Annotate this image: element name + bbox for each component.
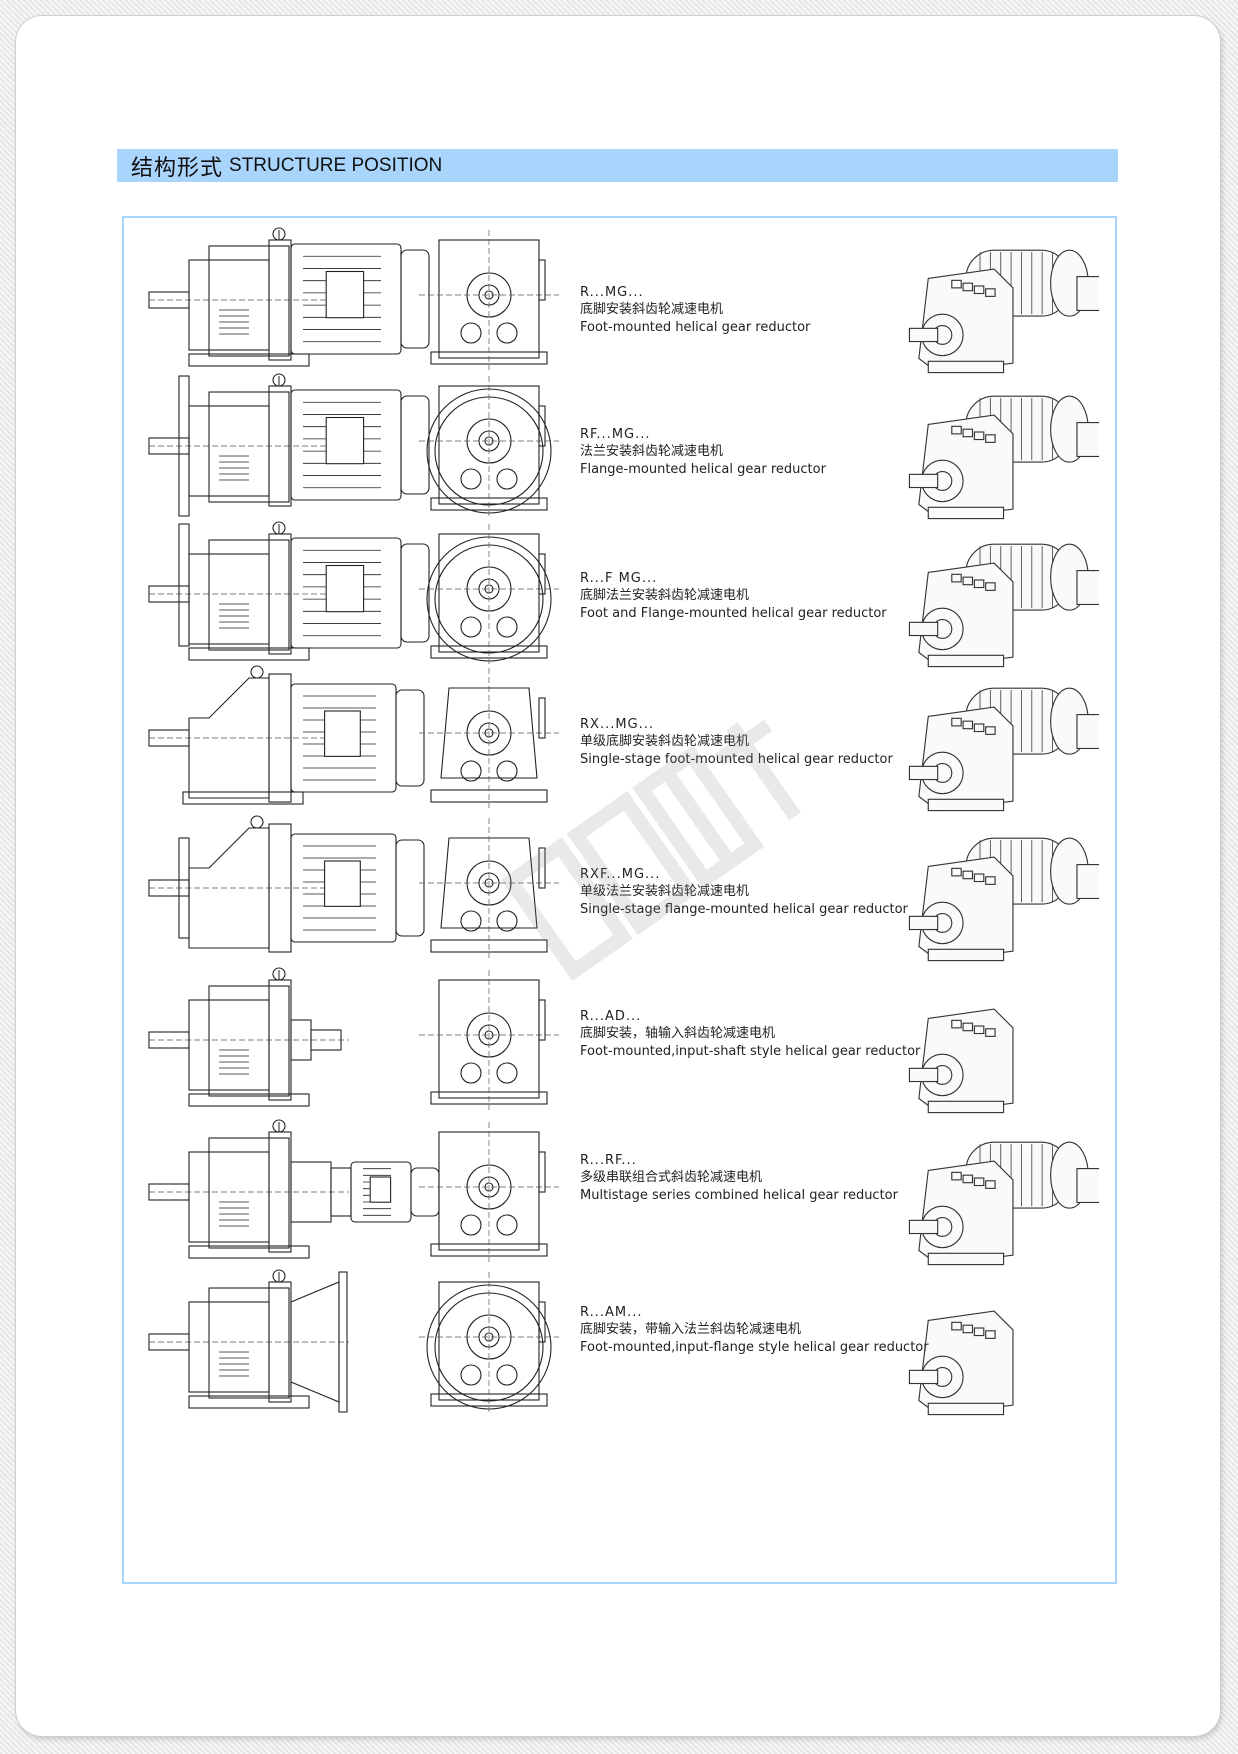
structure-description: RXF...MG... 单级法兰安装斜齿轮减速电机 Single-stage f… [580, 866, 960, 919]
header-title-en: STRUCTURE POSITION [229, 154, 443, 176]
structure-row [124, 962, 1115, 1122]
structure-description: R...RF... 多级串联组合式斜齿轮减速电机 Multistage seri… [580, 1152, 960, 1205]
model-code: R...F MG... [580, 571, 658, 586]
structure-row [124, 1264, 1115, 1424]
technical-drawing [148, 1269, 559, 1413]
structure-row [124, 1114, 1115, 1274]
product-illustration [908, 1141, 1099, 1266]
structure-description: R...F MG... 底脚法兰安装斜齿轮减速电机 Foot and Flang… [580, 570, 960, 623]
side-view-drawing [148, 227, 430, 367]
front-view-drawing [419, 818, 559, 958]
technical-drawing [148, 227, 559, 370]
side-view-drawing [148, 373, 430, 517]
model-code: RF...MG... [580, 427, 651, 442]
front-view-drawing [419, 1122, 559, 1262]
structure-description: R...MG... 底脚安装斜齿轮减速电机 Foot-mounted helic… [580, 284, 960, 337]
front-view-drawing [419, 230, 559, 370]
technical-drawing [148, 665, 559, 808]
description-en: Flange-mounted helical gear reductor [580, 462, 826, 477]
side-view-drawing [148, 521, 430, 661]
technical-drawing [148, 815, 559, 958]
description-zh: 多级串联组合式斜齿轮减速电机 [580, 1170, 763, 1185]
front-view-drawing [419, 970, 559, 1110]
description-zh: 底脚安装，轴输入斜齿轮减速电机 [580, 1026, 776, 1041]
model-code: R...MG... [580, 285, 644, 300]
model-code: R...RF... [580, 1153, 637, 1168]
structure-description: RX...MG... 单级底脚安装斜齿轮减速电机 Single-stage fo… [580, 716, 960, 769]
product-illustration [908, 395, 1099, 520]
product-illustration [908, 1310, 1014, 1416]
front-view-drawing [419, 524, 559, 664]
model-code: R...AM... [580, 1305, 643, 1320]
technical-drawing [148, 1119, 559, 1262]
structure-description: R...AM... 底脚安装，带输入法兰斜齿轮减速电机 Foot-mounted… [580, 1304, 960, 1357]
structure-row [124, 660, 1115, 820]
technical-drawing [148, 967, 559, 1110]
technical-drawing [148, 521, 559, 664]
description-zh: 单级法兰安装斜齿轮减速电机 [580, 884, 750, 899]
side-view-drawing [148, 1119, 440, 1259]
structure-frame: R...MG... 底脚安装斜齿轮减速电机 Foot-mounted helic… [122, 216, 1117, 1584]
description-en: Multistage series combined helical gear … [580, 1188, 898, 1203]
description-en: Foot-mounted helical gear reductor [580, 320, 811, 335]
description-zh: 底脚法兰安装斜齿轮减速电机 [580, 588, 750, 603]
description-en: Foot and Flange-mounted helical gear red… [580, 606, 887, 621]
description-zh: 法兰安装斜齿轮减速电机 [580, 444, 724, 459]
technical-drawing [148, 373, 559, 517]
structure-row [124, 516, 1115, 676]
front-view-drawing [419, 668, 559, 808]
model-code: RXF...MG... [580, 867, 661, 882]
description-en: Foot-mounted,input-flange style helical … [580, 1340, 929, 1355]
side-view-drawing [148, 815, 425, 953]
header-title-zh: 结构形式 [131, 155, 224, 181]
description-zh: 单级底脚安装斜齿轮减速电机 [580, 734, 750, 749]
structure-row [124, 368, 1115, 528]
section-header: 结构形式 STRUCTURE POSITION [117, 149, 1118, 182]
description-zh: 底脚安装斜齿轮减速电机 [580, 302, 724, 317]
product-illustration [908, 687, 1099, 812]
side-view-drawing [148, 967, 349, 1107]
side-view-drawing [148, 665, 425, 805]
structure-description: R...AD... 底脚安装，轴输入斜齿轮减速电机 Foot-mounted,i… [580, 1008, 960, 1061]
product-illustration [908, 1008, 1014, 1114]
model-code: R...AD... [580, 1009, 642, 1024]
description-en: Foot-mounted,input-shaft style helical g… [580, 1044, 921, 1059]
product-illustration [908, 543, 1099, 668]
side-view-drawing [148, 1269, 349, 1413]
structure-row [124, 810, 1115, 970]
product-illustration [908, 249, 1099, 374]
front-view-drawing [419, 376, 559, 516]
description-en: Single-stage foot-mounted helical gear r… [580, 752, 893, 767]
description-en: Single-stage flange-mounted helical gear… [580, 902, 908, 917]
product-illustration [908, 837, 1099, 962]
model-code: RX...MG... [580, 717, 655, 732]
structure-row [124, 222, 1115, 382]
structure-description: RF...MG... 法兰安装斜齿轮减速电机 Flange-mounted he… [580, 426, 960, 479]
front-view-drawing [419, 1272, 559, 1412]
description-zh: 底脚安装，带输入法兰斜齿轮减速电机 [580, 1322, 802, 1337]
